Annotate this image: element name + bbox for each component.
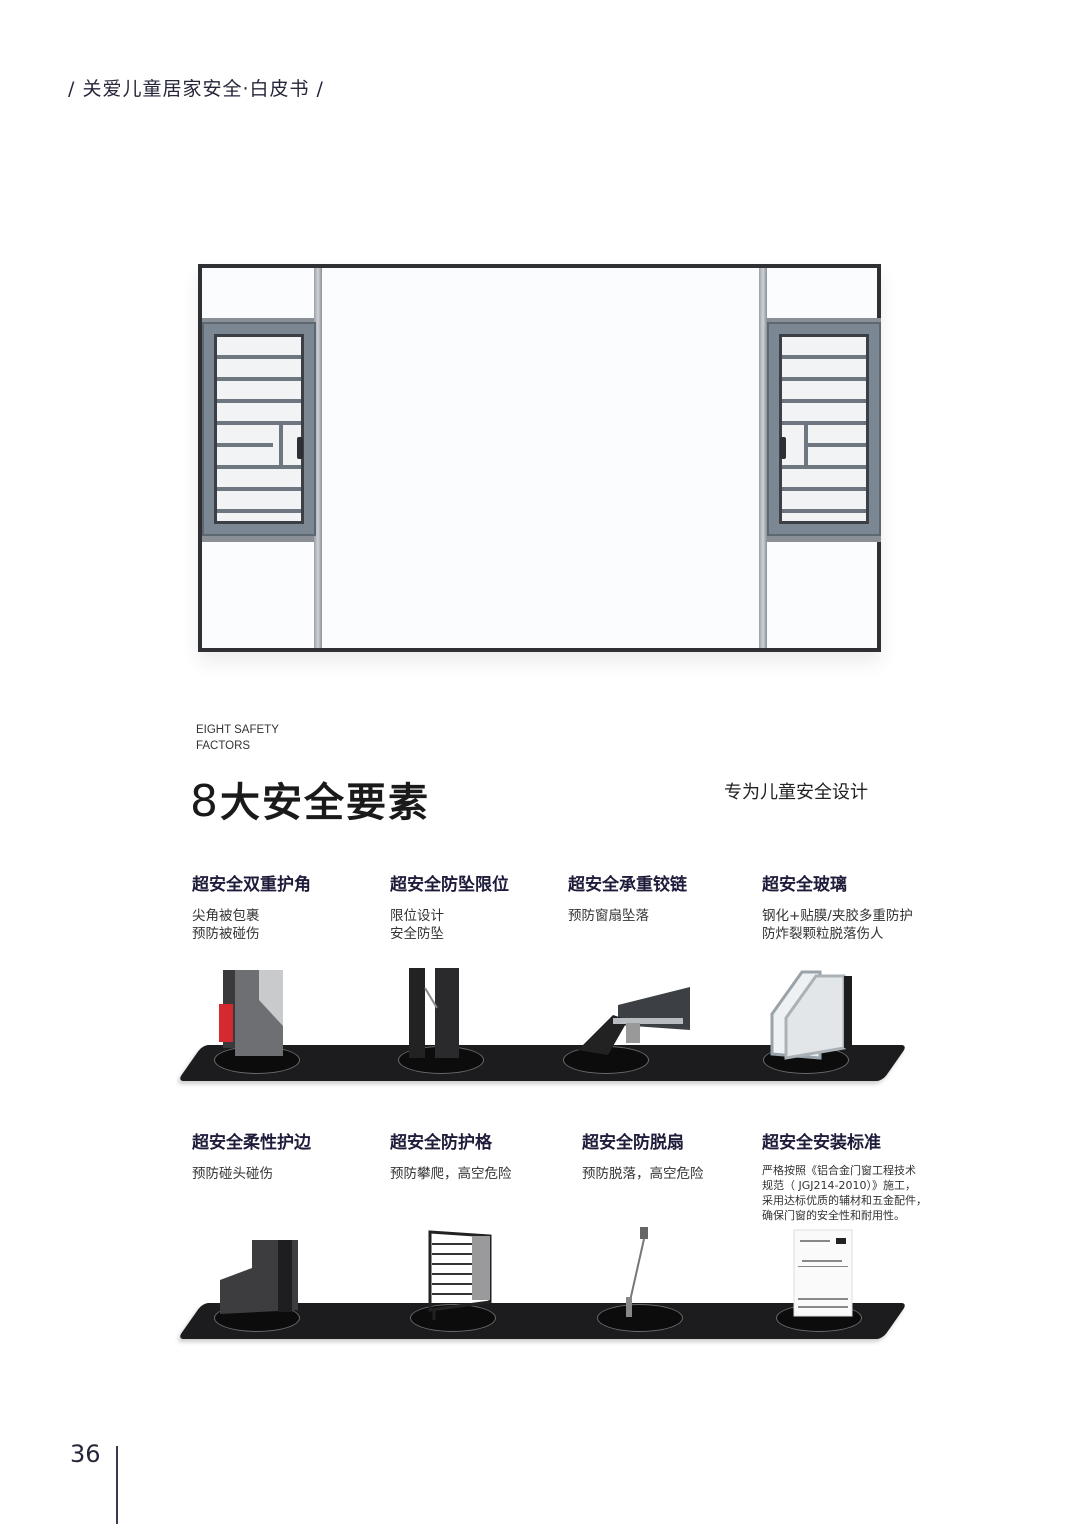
eyebrow-line-2: FACTORS — [196, 740, 251, 752]
feature-card: 超安全双重护角 尖角被包裹 预防被碰伤 — [192, 870, 311, 943]
feature-desc: 尖角被包裹 预防被碰伤 — [192, 908, 260, 942]
standard-document-icon — [793, 1229, 853, 1317]
feature-desc: 限位设计 安全防坠 — [390, 908, 444, 942]
right-bottom-rail — [767, 536, 881, 542]
right-mullion — [759, 268, 767, 648]
title-number: 8 — [190, 776, 220, 827]
hero-window-illustration — [198, 264, 881, 652]
feature-title: 超安全防护格 — [390, 1133, 492, 1153]
section-title: 8大安全要素 — [190, 770, 430, 828]
grille-icon — [428, 1230, 492, 1320]
section-eyebrow: EIGHT SAFETY FACTORS — [196, 722, 279, 754]
feature-card: 超安全防脱扇 预防脱落，高空危险 — [582, 1128, 704, 1183]
handle-icon — [297, 437, 303, 459]
feature-desc: 预防窗扇坠落 — [568, 908, 649, 924]
feature-desc: 预防攀爬，高空危险 — [390, 1166, 512, 1182]
feature-desc: 严格按照《铝合金门窗工程技术 规范（ JGJ214-2010）》施工， 采用达标… — [762, 1164, 927, 1222]
feature-card: 超安全承重铰链 预防窗扇坠落 — [568, 870, 687, 925]
right-transom — [767, 318, 881, 324]
glass-icon — [770, 970, 852, 1060]
feature-card: 超安全柔性护边 预防碰头碰伤 — [192, 1128, 311, 1183]
shelf-hole — [597, 1304, 683, 1332]
running-header: / 关爱儿童居家安全·白皮书 / — [68, 78, 324, 100]
title-text: 大安全要素 — [220, 780, 430, 826]
feature-desc: 钢化+贴膜/夹胶多重防护 防炸裂颗粒脱落伤人 — [762, 908, 913, 942]
feature-title: 超安全柔性护边 — [192, 1133, 311, 1153]
limiter-icon — [409, 968, 459, 1058]
feature-title: 超安全双重护角 — [192, 875, 311, 895]
left-transom — [202, 318, 314, 324]
handle-icon — [780, 437, 786, 459]
feature-title: 超安全防脱扇 — [582, 1133, 684, 1153]
shelf-hole — [410, 1304, 496, 1332]
left-bottom-rail — [202, 536, 314, 542]
page-number-rule — [116, 1446, 118, 1524]
left-sash-grille — [202, 322, 316, 536]
feature-card: 超安全防坠限位 限位设计 安全防坠 — [390, 870, 509, 943]
feature-card: 超安全安装标准 严格按照《铝合金门窗工程技术 规范（ JGJ214-2010）》… — [762, 1128, 927, 1223]
section-tagline: 专为儿童安全设计 — [724, 782, 868, 803]
feature-title: 超安全玻璃 — [762, 875, 847, 895]
feature-desc: 预防碰头碰伤 — [192, 1166, 273, 1182]
anti-drop-stay-icon — [626, 1227, 648, 1317]
page-number: 36 — [70, 1440, 101, 1468]
right-sash-grille — [767, 322, 881, 536]
feature-title: 超安全安装标准 — [762, 1133, 881, 1153]
feature-title: 超安全防坠限位 — [390, 875, 509, 895]
corner-guard-icon — [219, 970, 283, 1056]
soft-edge-icon — [220, 1240, 298, 1314]
hinge-icon — [578, 987, 690, 1055]
feature-title: 超安全承重铰链 — [568, 875, 687, 895]
feature-desc: 预防脱落，高空危险 — [582, 1166, 704, 1182]
left-mullion — [314, 268, 322, 648]
feature-card: 超安全防护格 预防攀爬，高空危险 — [390, 1128, 512, 1183]
feature-card: 超安全玻璃 钢化+贴膜/夹胶多重防护 防炸裂颗粒脱落伤人 — [762, 870, 913, 943]
eyebrow-line-1: EIGHT SAFETY — [196, 724, 279, 736]
